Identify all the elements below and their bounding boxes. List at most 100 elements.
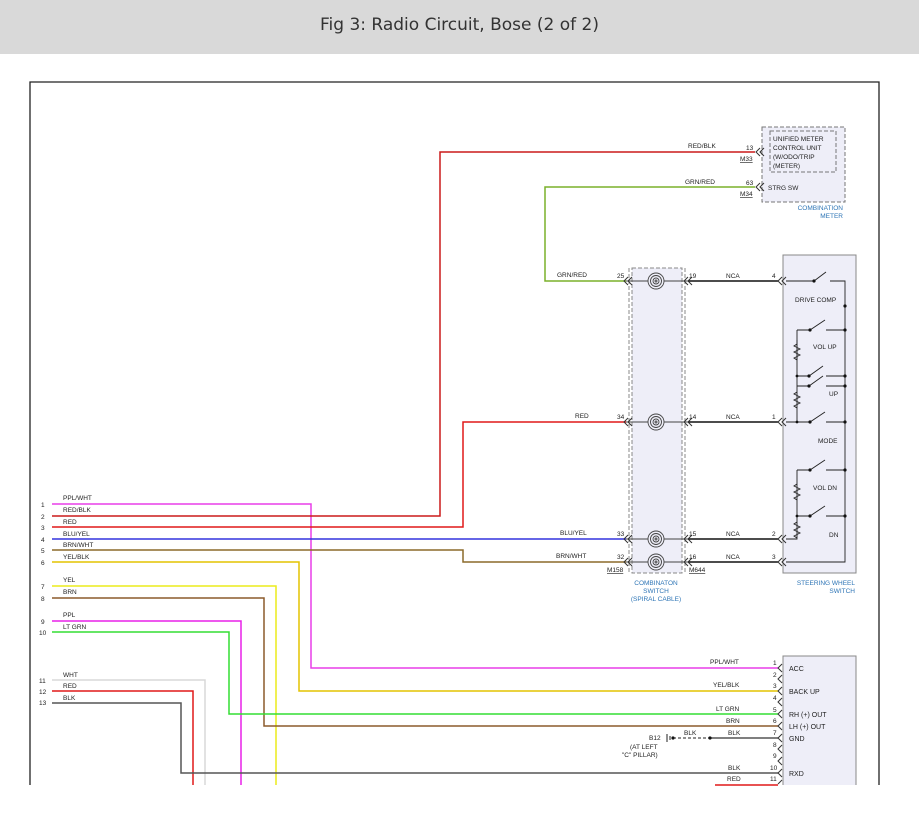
- radio-pin-4: 4: [773, 695, 777, 702]
- meter-pin-13: 13: [746, 145, 754, 152]
- ground-note-2: "C" PILLAR): [622, 752, 658, 759]
- radio-pin-1: 1: [773, 660, 777, 667]
- cs-out-wire-4: NCA: [726, 554, 740, 561]
- radio-pin-10: 10: [770, 765, 778, 772]
- wire-red-blk: [52, 151, 755, 517]
- radio-pin-7: 7: [773, 730, 777, 737]
- radio-pin-8: 8: [773, 742, 777, 749]
- cs-out-pin-2: 14: [689, 414, 697, 421]
- cs-out-pin-4: 16: [689, 554, 697, 561]
- diagram-frame: [29, 81, 880, 785]
- meter-unit-box: [769, 130, 837, 173]
- meter-connector-m33: M33: [740, 156, 753, 163]
- radio-function-rxd: RXD: [789, 771, 804, 778]
- sws-label-vol-up: VOL UP: [813, 344, 837, 351]
- radio-pin-3: 3: [773, 683, 777, 690]
- radio-function-acc: ACC: [789, 666, 804, 673]
- wires: [52, 151, 778, 786]
- meter-connector-chevron-63: [755, 182, 765, 192]
- meter-wire-label-red-blk: RED/BLK: [688, 143, 716, 150]
- wire-brn: [52, 597, 778, 727]
- left-pin-6: 6: [41, 560, 45, 567]
- left-wire-label-5: BRN/WHT: [63, 542, 93, 549]
- wire-yel-blk: [52, 561, 778, 692]
- sws-label-up: UP: [829, 391, 838, 398]
- radio-function-lh-out: LH (+) OUT: [789, 724, 826, 731]
- radio-function-back-up: BACK UP: [789, 689, 820, 696]
- cs-connector-left: M158: [607, 567, 624, 574]
- cs-in-pin-4: 32: [617, 554, 625, 561]
- left-wire-label-9: PPL: [63, 612, 76, 619]
- left-wire-label-3: RED: [63, 519, 77, 526]
- cs-caption-3: (SPIRAL CABLE): [631, 596, 681, 603]
- radio-wire-1: PPL/WHT: [710, 659, 739, 666]
- left-pin-5: 5: [41, 548, 45, 555]
- wire-red-2: [52, 690, 194, 785]
- cs-out-pin-3: 15: [689, 531, 697, 538]
- cs-out-wire-3: NCA: [726, 531, 740, 538]
- left-wire-label-10: LT GRN: [63, 624, 87, 631]
- spiral-cable-box: [631, 267, 683, 574]
- radio-wire-3: YEL/BLK: [713, 682, 740, 689]
- cs-in-pin-2: 34: [617, 414, 625, 421]
- left-wire-label-12: RED: [63, 683, 77, 690]
- left-wire-label-2: RED/BLK: [63, 507, 91, 514]
- meter-pin-63: 63: [746, 180, 754, 187]
- cs-in-wire-3: BLU/YEL: [560, 530, 587, 537]
- left-pin-11: 11: [39, 678, 46, 685]
- radio-pin-9: 9: [773, 753, 777, 760]
- wire-blk: [52, 702, 778, 774]
- left-pin-10: 10: [39, 630, 47, 637]
- left-wire-label-1: PPL/WHT: [63, 495, 92, 502]
- figure-title: Fig 3: Radio Circuit, Bose (2 of 2): [320, 15, 599, 35]
- meter-caption-2: METER: [820, 213, 843, 220]
- ground-note-1: (AT LEFT: [630, 744, 658, 751]
- cs-in-pin-1: 25: [617, 273, 625, 280]
- meter-connector-chevron-13: [755, 147, 765, 157]
- combination-meter: UNIFIED METER CONTROL UNIT (W/ODO/TRIP (…: [685, 126, 846, 220]
- left-harness: 1 2 3 4 5 6 7 8 9 10 11 12 13 PPL/WHT RE…: [39, 495, 93, 707]
- cs-in-wire-4: BRN/WHT: [556, 553, 586, 560]
- radio-unit: 1 2 3 4 5 6 7 8 9 10 11 PPL/WHT YEL/BLK …: [622, 655, 857, 785]
- left-pin-12: 12: [39, 689, 47, 696]
- cs-in-pin-3: 33: [617, 531, 625, 538]
- radio-wire-6: BRN: [726, 718, 740, 725]
- radio-wire-11: RED: [727, 776, 741, 783]
- radio-function-rh-out: RH (+) OUT: [789, 712, 827, 719]
- meter-caption-1: COMBINATION: [798, 205, 844, 212]
- left-pin-3: 3: [41, 525, 45, 532]
- sws-label-mode: MODE: [818, 438, 838, 445]
- meter-unit-line-2: CONTROL UNIT: [773, 145, 822, 152]
- sws-box: [782, 254, 857, 574]
- sws-label-drive-comp: DRIVE COMP: [795, 297, 836, 304]
- sws-caption-1: STEERING WHEEL: [797, 580, 856, 587]
- left-pin-1: 1: [41, 502, 45, 509]
- sws-caption-2: SWITCH: [829, 588, 855, 595]
- radio-wire-5: LT GRN: [716, 706, 740, 713]
- cs-sw-pin-3: 2: [772, 531, 776, 538]
- meter-unit-line-3: (W/ODO/TRIP: [773, 154, 815, 161]
- meter-connector-m34: M34: [740, 191, 753, 198]
- meter-unit-line-1: UNIFIED METER: [773, 136, 824, 143]
- left-pin-9: 9: [41, 619, 45, 626]
- cs-sw-pin-2: 1: [772, 414, 776, 421]
- left-wire-label-8: BRN: [63, 589, 77, 596]
- cs-out-pin-1: 19: [689, 273, 697, 280]
- left-pin-7: 7: [41, 584, 45, 591]
- left-wire-label-6: YEL/BLK: [63, 554, 90, 561]
- radio-pin-2: 2: [773, 672, 777, 679]
- meter-unit-line-4: (METER): [773, 163, 800, 170]
- wire-red: [52, 421, 626, 528]
- meter-function-strg-sw: STRG SW: [768, 185, 799, 192]
- wire-wht: [52, 679, 206, 785]
- radio-wire-7: BLK: [728, 730, 741, 737]
- sws-label-vol-dn: VOL DN: [813, 485, 837, 492]
- cs-sw-pin-1: 4: [772, 273, 776, 280]
- left-pin-4: 4: [41, 537, 45, 544]
- left-pin-2: 2: [41, 514, 45, 521]
- wire-yel: [52, 585, 277, 785]
- ground-wire: BLK: [684, 730, 697, 737]
- radio-pin-5: 5: [773, 707, 777, 714]
- figure-header: Fig 3: Radio Circuit, Bose (2 of 2): [0, 0, 919, 54]
- radio-wire-10: BLK: [728, 765, 741, 772]
